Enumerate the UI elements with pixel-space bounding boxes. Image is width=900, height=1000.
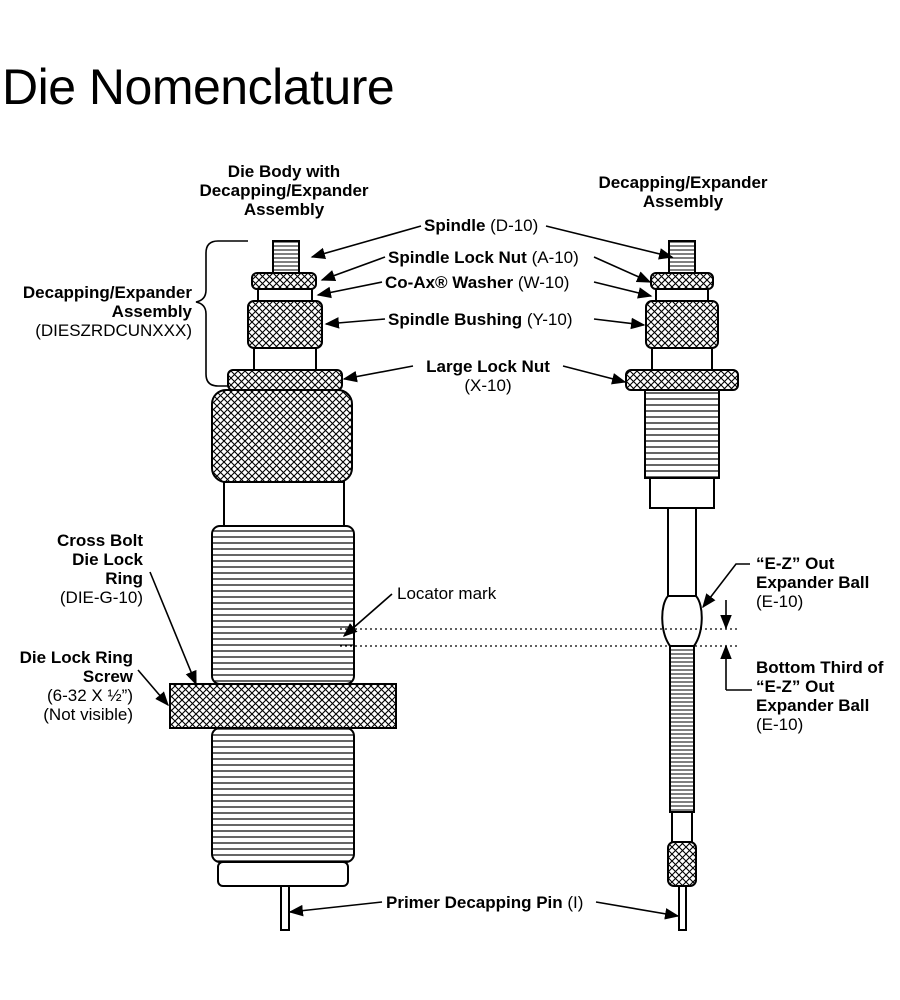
label-spindle-bushing-name: Spindle Bushing [388, 310, 523, 329]
reference-dotted-lines [340, 628, 740, 647]
label-ez-ball: “E-Z” Out Expander Ball (E-10) [756, 554, 869, 611]
coax-washer-right [655, 288, 709, 302]
spindle-bushing-right [645, 300, 719, 349]
label-locator-mark: Locator mark [397, 584, 497, 603]
label-bottom-third-line2: “E-Z” Out [756, 677, 835, 696]
label-coax-washer-code: (W-10) [513, 273, 570, 292]
label-bottom-third-line1: Bottom Third of [756, 658, 884, 677]
label-coax-washer-name: Co-Ax® Washer [385, 273, 514, 292]
heading-assembly-line2: Assembly [642, 192, 724, 211]
heading-die-body-line2: Decapping/Expander [199, 181, 369, 200]
expander-stem [667, 507, 697, 597]
label-cross-bolt-line3: Ring [105, 569, 143, 588]
spindle-left [272, 240, 300, 274]
label-lock-ring-screw-line1: Die Lock Ring [19, 648, 133, 667]
heading-assembly-line1: Decapping/Expander [598, 173, 768, 192]
spindle-lock-nut-right [650, 272, 714, 290]
label-ez-ball-line2: Expander Ball [756, 573, 870, 592]
assembly-drawing [625, 240, 739, 931]
label-spindle-lock-nut-code: (A-10) [526, 248, 579, 267]
label-decapping-pin-name: Primer Decapping Pin [386, 893, 563, 912]
label-decapping-assembly-line1: Decapping/Expander [22, 283, 192, 302]
lower-stem-thread [669, 645, 695, 813]
label-spindle-code: (D-10) [485, 216, 539, 235]
label-bottom-third-code: (E-10) [756, 715, 804, 734]
label-large-lock-nut-name: Large Lock Nut [426, 357, 550, 376]
heading-die-body: Die Body with Decapping/Expander Assembl… [180, 162, 388, 219]
leader-lines [137, 225, 752, 920]
label-spindle-lock-nut: Spindle Lock Nut (A-10) [388, 248, 579, 267]
heading-die-body-line3: Assembly [243, 200, 325, 219]
decapping-pin-right [678, 885, 687, 931]
label-spindle-name: Spindle [424, 216, 486, 235]
label-lock-ring-screw-code1: (6-32 X ½”) [47, 686, 133, 705]
label-spindle: Spindle (D-10) [424, 216, 538, 235]
label-decapping-assembly-code: (DIESZRDCUNXXX) [35, 321, 192, 340]
label-coax-washer: Co-Ax® Washer (W-10) [385, 273, 569, 292]
label-decapping-assembly-line2: Assembly [111, 302, 192, 321]
decapping-tip-knurl [667, 841, 697, 887]
label-lock-ring-screw-line2: Screw [82, 667, 133, 686]
die-body-thread-upper [211, 525, 355, 685]
large-lock-nut-right [625, 369, 739, 391]
label-spindle-lock-nut-name: Spindle Lock Nut [388, 248, 527, 267]
label-decapping-pin: Primer Decapping Pin (I) [386, 893, 583, 912]
label-ez-ball-code: (E-10) [756, 592, 804, 611]
label-bottom-third: Bottom Third of “E-Z” Out Expander Ball … [756, 658, 883, 734]
spindle-right [668, 240, 696, 274]
spindle-lock-nut-left [251, 272, 317, 290]
label-cross-bolt-code: (DIE-G-10) [59, 588, 143, 607]
heading-assembly: Decapping/Expander Assembly [578, 173, 788, 211]
label-spindle-bushing: Spindle Bushing (Y-10) [388, 310, 573, 329]
label-large-lock-nut: Large Lock Nut (X-10) [410, 357, 566, 395]
ez-out-expander-ball [661, 595, 703, 647]
page-title: Die Nomenclature [2, 59, 395, 115]
coax-washer-left [257, 288, 313, 302]
label-lock-ring-screw: Die Lock Ring Screw (6-32 X ½”) (Not vis… [0, 648, 133, 724]
label-cross-bolt-line1: Cross Bolt [57, 531, 143, 550]
bushing-thread-right [644, 389, 720, 479]
die-body-drawing [169, 240, 397, 931]
label-large-lock-nut-code: (X-10) [464, 376, 512, 395]
label-spindle-bushing-code: (Y-10) [522, 310, 573, 329]
die-head [211, 389, 353, 483]
decapping-pin-left [280, 885, 290, 931]
label-ez-ball-line1: “E-Z” Out [756, 554, 835, 573]
large-lock-nut-left [227, 369, 343, 391]
label-bottom-third-line3: Expander Ball [756, 696, 870, 715]
label-decapping-pin-code: (I) [562, 893, 584, 912]
label-cross-bolt-line2: Die Lock [72, 550, 143, 569]
label-decapping-assembly: Decapping/Expander Assembly (DIESZRDCUNX… [0, 283, 192, 340]
cross-bolt-lock-ring [169, 683, 397, 729]
die-body-thread-lower [211, 727, 355, 863]
label-lock-ring-screw-code2: (Not visible) [43, 705, 133, 724]
spindle-bushing-left [247, 300, 323, 349]
label-cross-bolt: Cross Bolt Die Lock Ring (DIE-G-10) [0, 531, 143, 607]
heading-die-body-line1: Die Body with [227, 162, 341, 181]
